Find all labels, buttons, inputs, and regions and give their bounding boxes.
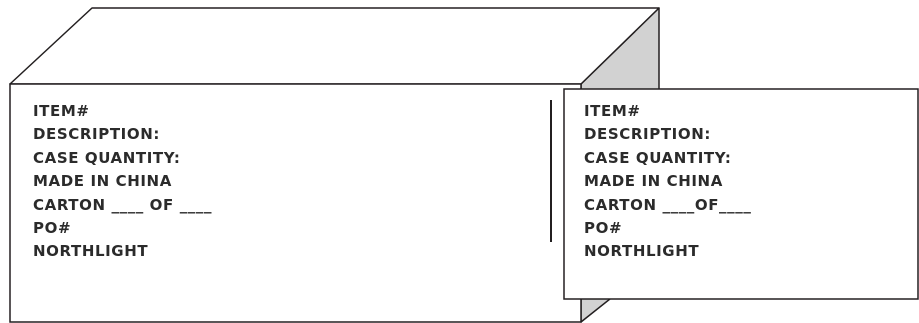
front-label-description: DESCRIPTION: (33, 125, 160, 144)
front-label-item: ITEM# (33, 102, 90, 120)
side-label-description: DESCRIPTION: (584, 125, 711, 144)
side-label-po: PO# (584, 218, 623, 237)
carton-top-face (9, 7, 660, 85)
side-label-card (563, 88, 919, 300)
side-label-carton-count: CARTON ____OF____ (584, 195, 752, 214)
front-label-made-in: MADE IN CHINA (33, 172, 172, 191)
front-label-text: ITEM# DESCRIPTION: CASE QUANTITY: MADE I… (33, 100, 212, 264)
front-label-case-quantity: CASE QUANTITY: (33, 148, 181, 167)
front-label-carton-count: CARTON ____ OF ____ (33, 195, 213, 214)
front-label-brand: NORTHLIGHT (33, 242, 149, 261)
front-label-po: PO# (33, 218, 72, 237)
side-label-brand: NORTHLIGHT (584, 242, 700, 261)
side-label-text: ITEM# DESCRIPTION: CASE QUANTITY: MADE I… (584, 100, 751, 264)
side-label-case-quantity: CASE QUANTITY: (584, 148, 732, 167)
side-label-item: ITEM# (584, 102, 641, 120)
side-label-made-in: MADE IN CHINA (584, 172, 723, 191)
carton-front-face (9, 83, 582, 323)
